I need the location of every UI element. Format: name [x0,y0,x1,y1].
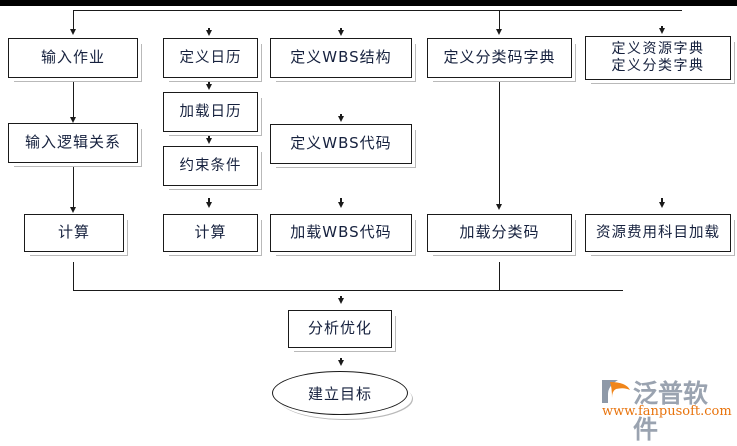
arrow-to-constraints [206,138,212,144]
node-label: 约束条件 [179,157,242,174]
node-label: 建立目标 [307,384,372,403]
node-calculate-mid[interactable]: 计算 [163,214,258,252]
arrow-to-calculate-left [70,207,76,213]
fanpu-logo: 泛普软件 www.fanpusoft.com [600,374,732,444]
node-label: 定义资源字典 定义分类字典 [611,40,705,75]
node-load-class-code[interactable]: 加载分类码 [427,214,572,252]
node-label: 加载日历 [179,103,242,120]
node-define-wbs-code[interactable]: 定义WBS代码 [270,124,412,164]
arrow-to-establish-goal [338,360,344,366]
node-establish-goal[interactable]: 建立目标 [272,371,408,415]
arrow-to-load-class-code [496,204,502,210]
arrow-to-define-calendar [206,30,212,36]
node-input-activity[interactable]: 输入作业 [8,38,138,78]
node-label: 定义日历 [179,49,242,66]
arrow-to-load-calendar [206,84,212,90]
node-label: 计算 [194,223,227,242]
node-analyze-optimize[interactable]: 分析优化 [288,310,392,348]
fanpu-logo-mark-icon [602,380,630,403]
node-define-class-dict[interactable]: 定义分类码字典 [427,38,572,78]
tick-calculate-mid [208,198,210,202]
bus-drop-from-load-class-code [499,262,500,290]
link-logic-to-calculate-left [73,167,74,209]
arrow-to-analyze-optimize [338,298,344,304]
link-class-dict-to-load-class [499,82,500,206]
node-define-wbs-struct[interactable]: 定义WBS结构 [270,38,412,78]
link-input-activity-to-logic [73,82,74,119]
arrow-to-load-wbs-code [338,202,344,208]
node-load-wbs-code[interactable]: 加载WBS代码 [270,214,412,252]
node-label: 输入逻辑关系 [24,133,121,152]
node-load-calendar[interactable]: 加载日历 [163,92,258,132]
node-constraints[interactable]: 约束条件 [163,146,258,186]
arrow-to-define-resource-dict [659,28,665,34]
arrow-to-define-wbs-code [338,116,344,122]
node-label: 计算 [57,223,90,242]
top-bus-drop-mid [499,10,500,31]
bottom-bus-line [73,290,623,291]
arrow-to-input-activity [70,29,76,35]
node-define-resource-dict[interactable]: 定义资源字典 定义分类字典 [585,36,731,80]
arrow-to-define-class-dict [496,29,502,35]
node-label: 输入作业 [40,48,105,67]
node-input-logic[interactable]: 输入逻辑关系 [8,123,138,163]
node-label: 分析优化 [307,319,372,338]
node-label: 资源费用科目加载 [596,224,720,241]
top-bus-drop-left [73,10,74,31]
node-label: 定义WBS结构 [290,48,392,67]
node-label: 定义WBS代码 [290,134,392,153]
bus-drop-from-calculate-left [73,262,74,290]
node-load-resource-cost[interactable]: 资源费用科目加载 [585,214,731,252]
tick-load-wbs-code [340,198,342,202]
tick-load-resource-cost [661,198,663,202]
arrow-to-calculate-mid [206,202,212,208]
node-calculate-left[interactable]: 计算 [24,214,124,252]
top-black-band [0,0,737,6]
node-label: 加载WBS代码 [290,223,392,242]
fanpu-logo-url: www.fanpusoft.com [602,404,732,419]
arrow-to-load-resource-cost [659,202,665,208]
node-label: 定义分类码字典 [443,48,556,67]
arrow-to-define-wbs-struct [338,30,344,36]
arrow-to-input-logic [70,117,76,123]
node-define-calendar[interactable]: 定义日历 [163,38,258,78]
top-bus-line [73,10,682,11]
node-label: 加载分类码 [459,223,540,242]
